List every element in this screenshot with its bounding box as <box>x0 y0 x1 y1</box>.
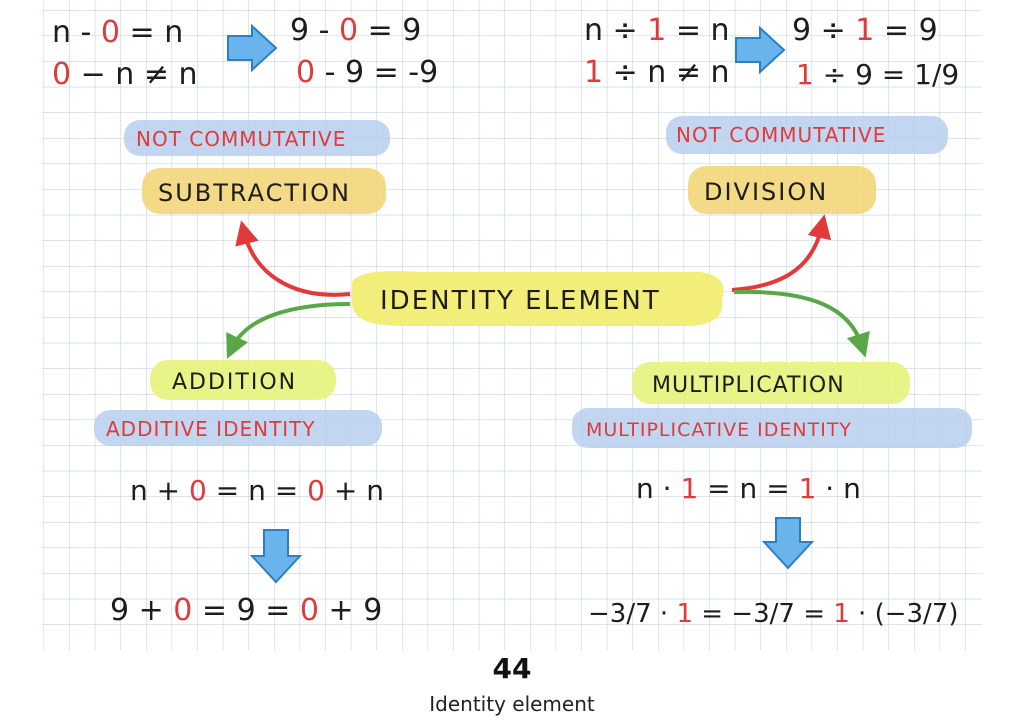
multiplication-example: −3/7 · 1 = −3/7 = 1 · (−3/7) <box>588 599 959 629</box>
multiplication-node: MULTIPLICATION <box>632 362 910 404</box>
division-property: NOT COMMUTATIVE <box>666 116 948 154</box>
multiplication-property: MULTIPLICATIVE IDENTITY <box>572 408 972 448</box>
addition-title: ADDITION <box>172 370 297 395</box>
division-implies-arrow-icon <box>735 25 786 75</box>
arrow-to-addition <box>226 302 351 359</box>
division-example-2: 1 ÷ 9 = 1/9 <box>796 58 959 91</box>
addition-example: 9 + 0 = 9 = 0 + 9 <box>110 593 382 628</box>
division-equation-2: 1 ÷ n ≠ n <box>584 55 730 90</box>
subtraction-example-2: 0 - 9 = -9 <box>296 55 438 90</box>
division-node: DIVISION <box>688 166 876 214</box>
division-example-1: 9 ÷ 1 = 9 <box>792 13 938 48</box>
subtraction-property: NOT COMMUTATIVE <box>124 120 390 156</box>
addition-property-label: ADDITIVE IDENTITY <box>106 417 316 441</box>
division-title: DIVISION <box>704 178 828 206</box>
division-equations: n ÷ 1 = n 1 ÷ n ≠ n 9 ÷ 1 = 9 1 ÷ 9 = 1/… <box>584 13 959 91</box>
identity-element-node: IDENTITY ELEMENT <box>351 271 724 326</box>
page-caption: Identity element <box>429 692 595 716</box>
division-property-label: NOT COMMUTATIVE <box>676 123 886 147</box>
subtraction-equations: n - 0 = n 0 − n ≠ n 9 - 0 = 9 0 - 9 = -9 <box>52 13 438 92</box>
addition-equation: n + 0 = n = 0 + n <box>130 474 384 507</box>
page-number: 44 <box>492 652 532 685</box>
subtraction-node: SUBTRACTION <box>142 168 386 214</box>
subtraction-property-label: NOT COMMUTATIVE <box>136 127 346 151</box>
addition-property: ADDITIVE IDENTITY <box>94 410 382 446</box>
identity-element-label: IDENTITY ELEMENT <box>380 286 661 316</box>
multiplication-equation: n · 1 = n = 1 · n <box>636 472 861 505</box>
multiplication-property-label: MULTIPLICATIVE IDENTITY <box>586 419 852 441</box>
division-equation-1: n ÷ 1 = n <box>584 13 730 48</box>
subtraction-title: SUBTRACTION <box>158 179 351 207</box>
addition-node: ADDITION <box>150 360 336 400</box>
arrow-to-division <box>731 214 832 292</box>
subtraction-equation-2: 0 − n ≠ n <box>52 57 198 92</box>
addition-down-arrow-icon <box>249 529 303 584</box>
subtraction-example-1: 9 - 0 = 9 <box>290 13 421 48</box>
subtraction-equation-1: n - 0 = n <box>52 15 183 50</box>
arrow-to-multiplication <box>733 289 870 358</box>
subtraction-implies-arrow-icon <box>227 23 278 73</box>
multiplication-down-arrow-icon <box>761 517 815 570</box>
multiplication-title: MULTIPLICATION <box>652 373 845 398</box>
arrow-to-subtraction <box>235 220 351 297</box>
